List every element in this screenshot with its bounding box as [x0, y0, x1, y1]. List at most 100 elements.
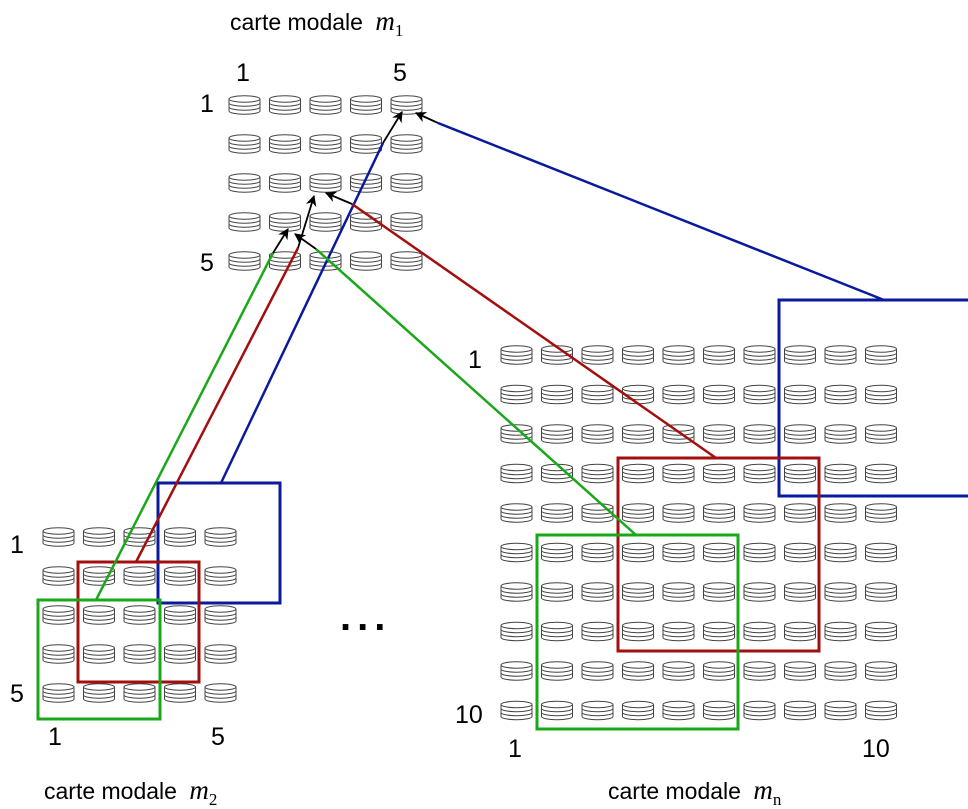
neuron-m2-r3-c1 [42, 605, 75, 625]
neuron-m1-r4-c1 [228, 212, 261, 232]
neuron-mn-r9-c10 [865, 661, 897, 681]
neuron-mn-r9-c5 [662, 661, 695, 681]
neuron-mn-r8-c6 [703, 621, 735, 642]
neuron-m1-r2-c3 [309, 134, 342, 154]
neuron-mn-r10-c7 [743, 700, 776, 721]
neuron-m2-r4-c4 [164, 644, 196, 664]
blue-field-box-mn [777, 298, 968, 498]
blue-connection-m2 [219, 142, 385, 484]
neuron-mn-r8-c3 [581, 621, 614, 642]
neuron-mn-r10-c1 [500, 700, 533, 721]
neuron-mn-r6-c9 [824, 542, 857, 563]
neuron-mn-r1-c8 [784, 345, 816, 365]
neuron-m1-r1-c1 [228, 95, 261, 115]
m1-row-end-label: 5 [200, 249, 214, 277]
neuron-m1-r3-c5 [390, 173, 423, 193]
neuron-m1-r2-c5 [390, 134, 423, 154]
blue-arrow-m2 [382, 111, 403, 144]
neuron-m1-r5-c4 [350, 251, 382, 271]
neuron-m2-r3-c4 [164, 605, 196, 625]
neuron-mn-r5-c10 [865, 503, 897, 523]
neuron-mn-r3-c7 [743, 424, 776, 444]
green-arrow-mn [294, 233, 317, 250]
neuron-m1-r1-c2 [269, 95, 301, 115]
green-field-box-m2 [36, 598, 162, 721]
neuron-mn-r4-c8 [784, 463, 816, 484]
neuron-mn-r4-c1 [500, 463, 533, 484]
neuron-m2-r4-c2 [83, 644, 115, 664]
neuron-m2-r2-c3 [123, 566, 156, 586]
neuron-mn-r2-c8 [784, 384, 816, 405]
neuron-mn-r3-c4 [622, 424, 654, 444]
neuron-m1-r4-c3 [309, 212, 342, 232]
neuron-m1-r1-c4 [350, 95, 382, 115]
neuron-mn-r3-c8 [784, 424, 816, 444]
m2-col-end-label: 5 [211, 723, 225, 751]
blue-field-box-m2 [156, 481, 282, 605]
neuron-mn-r2-c6 [703, 384, 735, 405]
neuron-mn-r6-c8 [784, 542, 816, 563]
neuron-mn-r4-c5 [662, 463, 695, 484]
neuron-m1-r5-c1 [228, 251, 261, 271]
neuron-mn-r6-c1 [500, 542, 533, 563]
green-connection-m2 [94, 252, 275, 601]
neuron-mn-r1-c1 [500, 345, 533, 365]
red-field-box-m2 [76, 560, 201, 684]
neuron-mn-r10-c8 [784, 700, 816, 721]
neuron-m2-r2-c5 [204, 566, 237, 586]
neuron-m2-r1-c4 [164, 527, 196, 547]
neuron-grid-m1 [228, 95, 423, 271]
neuron-mn-r9-c8 [784, 661, 816, 681]
neuron-mn-r7-c9 [824, 582, 857, 602]
neuron-m1-r3-c3 [309, 173, 342, 193]
neuron-mn-r4-c3 [581, 463, 614, 484]
neuron-mn-r5-c7 [743, 503, 776, 523]
neuron-mn-r1-c10 [865, 345, 897, 365]
red-arrow-mn [324, 191, 353, 205]
neuron-m2-r2-c1 [42, 566, 75, 586]
neuron-mn-r1-c4 [622, 345, 654, 365]
neuron-mn-r9-c2 [541, 661, 573, 681]
neuron-mn-r2-c2 [541, 384, 573, 405]
neuron-mn-r6-c7 [743, 542, 776, 563]
neuron-mn-r9-c7 [743, 661, 776, 681]
neuron-mn-r4-c7 [743, 463, 776, 484]
neuron-mn-r8-c9 [824, 621, 857, 642]
neuron-m2-r3-c2 [83, 605, 115, 625]
neuron-mn-r3-c10 [865, 424, 897, 444]
red-connection-mn [351, 202, 717, 460]
neuron-m2-r2-c2 [83, 566, 115, 586]
neuron-mn-r5-c4 [622, 503, 654, 523]
m2-row-start-label: 1 [10, 531, 24, 559]
neuron-mn-r5-c6 [703, 503, 735, 523]
mn-col-end-label: 10 [862, 735, 890, 763]
neuron-mn-r3-c6 [703, 424, 735, 444]
neuron-m1-r4-c2 [269, 212, 301, 232]
neuron-mn-r4-c9 [824, 463, 857, 484]
neuron-m1-r1-c5 [390, 95, 423, 115]
neuron-mn-r6-c3 [581, 542, 614, 563]
red-field-box-mn [616, 456, 821, 653]
neuron-mn-r7-c3 [581, 582, 614, 602]
neuron-m2-r3-c5 [204, 605, 237, 625]
neuron-mn-r9-c3 [581, 661, 614, 681]
m1-col-end-label: 5 [393, 59, 407, 87]
neuron-mn-r2-c10 [865, 384, 897, 405]
neuron-m2-r5-c4 [164, 683, 196, 703]
neuron-mn-r3-c3 [581, 424, 614, 444]
neuron-mn-r2-c3 [581, 384, 614, 405]
neuron-mn-r8-c7 [743, 621, 776, 642]
neuron-m1-r2-c4 [350, 134, 382, 154]
neuron-mn-r7-c4 [622, 582, 654, 602]
neuron-mn-r7-c10 [865, 582, 897, 602]
green-field-box-mn [535, 533, 740, 731]
neuron-m2-r4-c5 [204, 644, 237, 664]
ellipsis: ... [340, 595, 391, 639]
neuron-mn-r4-c4 [622, 463, 654, 484]
neuron-m2-r1-c5 [204, 527, 237, 547]
mn-col-start-label: 1 [508, 735, 522, 763]
neuron-mn-r10-c3 [581, 700, 614, 721]
m1-row-start-label: 1 [200, 90, 214, 118]
m1-col-start-label: 1 [236, 59, 250, 87]
